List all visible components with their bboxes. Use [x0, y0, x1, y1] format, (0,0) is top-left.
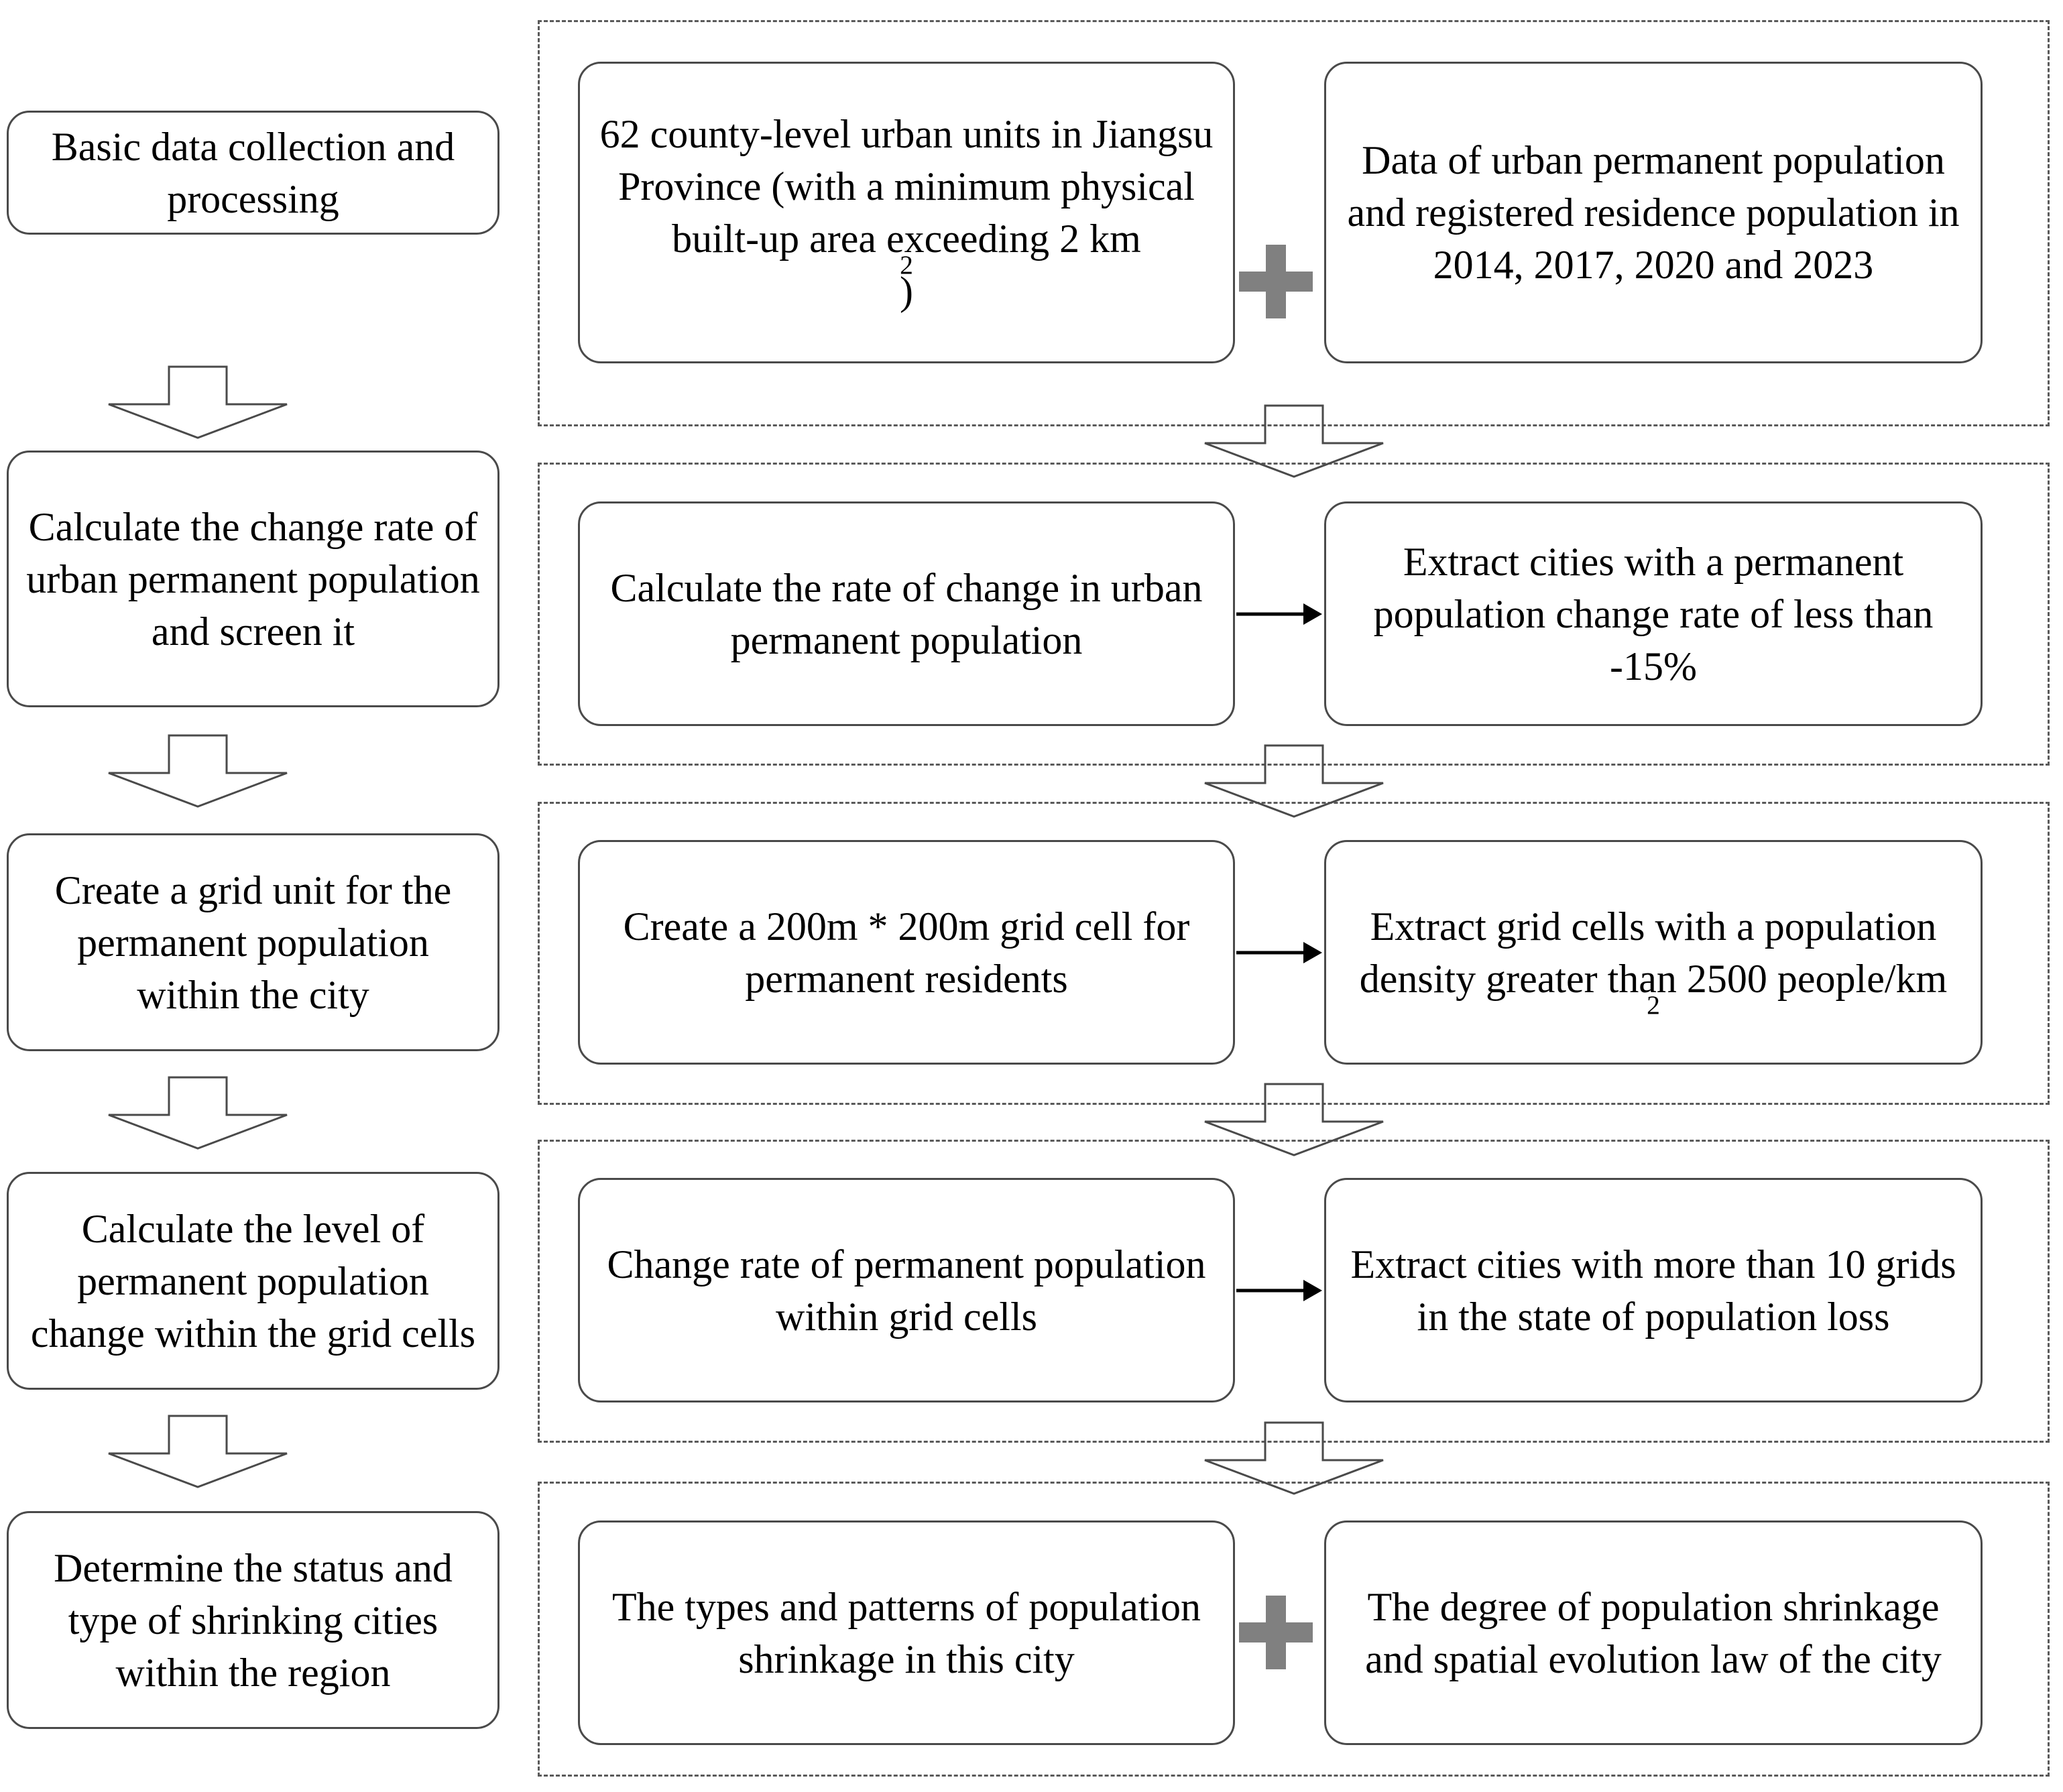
g4-box-1[interactable]: Change rate of permanent population with…: [578, 1178, 1235, 1402]
down-arrow-icon-left-2: [107, 734, 288, 808]
g4-box-1-label: Change rate of permanent population with…: [607, 1242, 1206, 1339]
left-step-box-2[interactable]: Calculate the change rate of urban perma…: [7, 451, 499, 707]
g3-box-1[interactable]: Create a 200m * 200m grid cell for perma…: [578, 840, 1235, 1065]
g2-box-2-label: Extract cities with a permanent populati…: [1373, 539, 1934, 689]
g5-box-2-label: The degree of population shrinkage and s…: [1365, 1584, 1942, 1681]
g2-box-1[interactable]: Calculate the rate of change in urban pe…: [578, 501, 1235, 726]
g5-box-1-label: The types and patterns of population shr…: [611, 1584, 1201, 1681]
right-arrow-icon-group-3: [1236, 934, 1323, 971]
left-step-label-2: Calculate the change rate of urban perma…: [26, 504, 480, 654]
left-step-label-3: Create a grid unit for the permanent pop…: [54, 868, 452, 1017]
group-frame-5: [538, 1482, 2050, 1777]
group-frame-1: [538, 20, 2050, 426]
left-step-box-4[interactable]: Calculate the level of permanent populat…: [7, 1172, 499, 1390]
left-step-label-1: Basic data collection and processing: [51, 124, 455, 221]
group-frame-3: [538, 802, 2050, 1105]
g3-box-2[interactable]: Extract grid cells with a population den…: [1324, 840, 1983, 1065]
g2-box-2[interactable]: Extract cities with a permanent populati…: [1324, 501, 1983, 726]
down-arrow-icon-group-2-3: [1203, 744, 1384, 818]
g1-box-2-label: Data of urban permanent population and r…: [1347, 138, 1960, 287]
group-frame-2: [538, 463, 2050, 766]
left-step-label-5: Determine the status and type of shrinki…: [54, 1545, 453, 1695]
left-step-box-3[interactable]: Create a grid unit for the permanent pop…: [7, 833, 499, 1051]
down-arrow-icon-group-1-2: [1203, 404, 1384, 478]
g3-box-2-label: Extract grid cells with a population den…: [1359, 904, 1948, 1020]
down-arrow-icon-group-4-5: [1203, 1421, 1384, 1495]
g2-box-1-label: Calculate the rate of change in urban pe…: [610, 565, 1203, 662]
g1-box-2[interactable]: Data of urban permanent population and r…: [1324, 62, 1983, 363]
down-arrow-icon-left-3: [107, 1076, 288, 1150]
left-step-box-1[interactable]: Basic data collection and processing: [7, 111, 499, 235]
left-step-box-5[interactable]: Determine the status and type of shrinki…: [7, 1511, 499, 1729]
down-arrow-icon-group-3-4: [1203, 1083, 1384, 1156]
group-frame-4: [538, 1140, 2050, 1443]
g5-box-2[interactable]: The degree of population shrinkage and s…: [1324, 1520, 1983, 1745]
left-step-label-4: Calculate the level of permanent populat…: [30, 1206, 476, 1356]
g4-box-2[interactable]: Extract cities with more than 10 grids i…: [1324, 1178, 1983, 1402]
right-arrow-icon-group-4: [1236, 1272, 1323, 1309]
g5-box-1[interactable]: The types and patterns of population shr…: [578, 1520, 1235, 1745]
right-arrow-icon-group-2: [1236, 595, 1323, 633]
down-arrow-icon-left-4: [107, 1415, 288, 1488]
plus-icon-group-1: [1239, 245, 1313, 318]
g3-box-1-label: Create a 200m * 200m grid cell for perma…: [623, 904, 1190, 1001]
plus-icon-group-5: [1239, 1596, 1313, 1669]
g1-box-1-label: 62 county-level urban units in Jiangsu P…: [599, 112, 1214, 313]
down-arrow-icon-left-1: [107, 365, 288, 439]
g1-box-1[interactable]: 62 county-level urban units in Jiangsu P…: [578, 62, 1235, 363]
g4-box-2-label: Extract cities with more than 10 grids i…: [1350, 1242, 1956, 1339]
